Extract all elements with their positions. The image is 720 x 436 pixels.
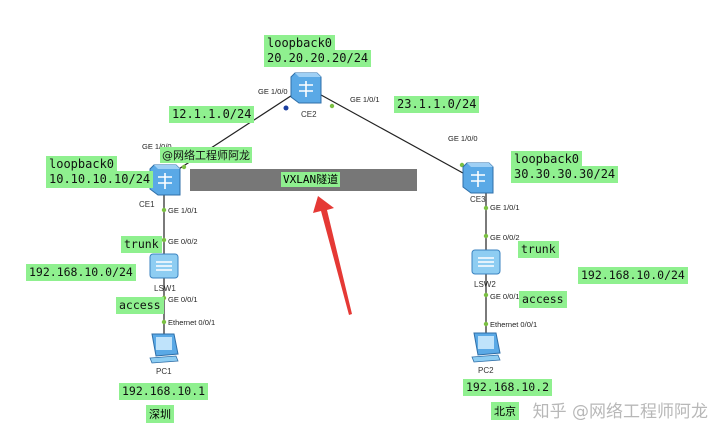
- switch-icon[interactable]: [149, 253, 179, 279]
- switch-icon[interactable]: [471, 249, 501, 275]
- device-label-pc1: PC1: [156, 367, 172, 376]
- port-dot: [483, 292, 489, 298]
- port-label: GE 0/0/1: [168, 295, 198, 304]
- device-label-ce1: CE1: [139, 200, 155, 209]
- device-label-pc2: PC2: [478, 366, 494, 375]
- access-label-left: access: [116, 297, 164, 314]
- link-subnet-ce2-ce3: 23.1.1.0/24: [394, 96, 480, 113]
- port-dot: [283, 105, 289, 111]
- port-label: GE 1/0/0: [448, 134, 478, 143]
- port-dot: [459, 162, 465, 168]
- ce3-loopback-name: loopback0: [511, 151, 583, 168]
- port-dot: [483, 233, 489, 239]
- device-label-ce3: CE3: [470, 195, 486, 204]
- city-right: 北京: [491, 402, 519, 420]
- pc-icon[interactable]: [149, 333, 179, 364]
- port-label: Ethernet 0/0/1: [168, 318, 216, 327]
- pc-icon[interactable]: [471, 332, 501, 363]
- device-label-lsw1: LSW1: [154, 284, 176, 293]
- city-left: 深圳: [146, 405, 174, 423]
- port-label: GE 1/0/0: [142, 142, 172, 151]
- author-credit: @网络工程师阿龙: [160, 147, 252, 163]
- watermark: 知乎 @网络工程师阿龙: [532, 402, 708, 422]
- link-ce2-ce3: [311, 89, 473, 179]
- device-label-ce2: CE2: [301, 110, 317, 119]
- port-label: GE 0/0/2: [490, 233, 520, 242]
- port-label: GE 1/0/0: [258, 87, 288, 96]
- port-dot: [483, 321, 489, 327]
- subnet-left: 192.168.10.0/24: [26, 264, 136, 281]
- port-label: GE 0/0/1: [490, 292, 520, 301]
- port-dot: [161, 207, 167, 213]
- link-subnet-ce1-ce2: 12.1.1.0/24: [169, 106, 255, 123]
- trunk-label-right: trunk: [518, 241, 559, 258]
- tunnel-label: VXLAN隧道: [281, 172, 341, 187]
- port-dot: [483, 205, 489, 211]
- trunk-label-left: trunk: [121, 236, 162, 253]
- link-ce1-ce2: [164, 89, 301, 179]
- ce3-loopback-ip: 30.30.30.30/24: [511, 166, 619, 183]
- ce1-loopback-name: loopback0: [46, 156, 118, 173]
- port-dot: [161, 237, 167, 243]
- subnet-right: 192.168.10.0/24: [578, 267, 688, 284]
- pc1-ip: 192.168.10.1: [119, 383, 209, 400]
- port-label: GE 0/0/2: [168, 237, 198, 246]
- port-label: GE 1/0/1: [490, 203, 520, 212]
- port-dot: [181, 164, 187, 170]
- port-dot: [329, 103, 335, 109]
- port-label: GE 1/0/1: [350, 95, 380, 104]
- router-icon[interactable]: [149, 164, 181, 196]
- port-dot: [161, 319, 167, 325]
- router-icon[interactable]: [462, 162, 494, 194]
- access-label-right: access: [519, 291, 567, 308]
- pc2-ip: 192.168.10.2: [463, 379, 553, 396]
- device-label-lsw2: LSW2: [474, 280, 496, 289]
- ce2-loopback-name: loopback0: [264, 35, 336, 52]
- router-icon[interactable]: [290, 72, 322, 104]
- port-label: Ethernet 0/0/1: [490, 320, 538, 329]
- ce1-loopback-ip: 10.10.10.10/24: [46, 171, 154, 188]
- ce2-loopback-ip: 20.20.20.20/24: [264, 50, 372, 67]
- red-arrow-icon: [313, 196, 352, 315]
- port-label: GE 1/0/1: [168, 206, 198, 215]
